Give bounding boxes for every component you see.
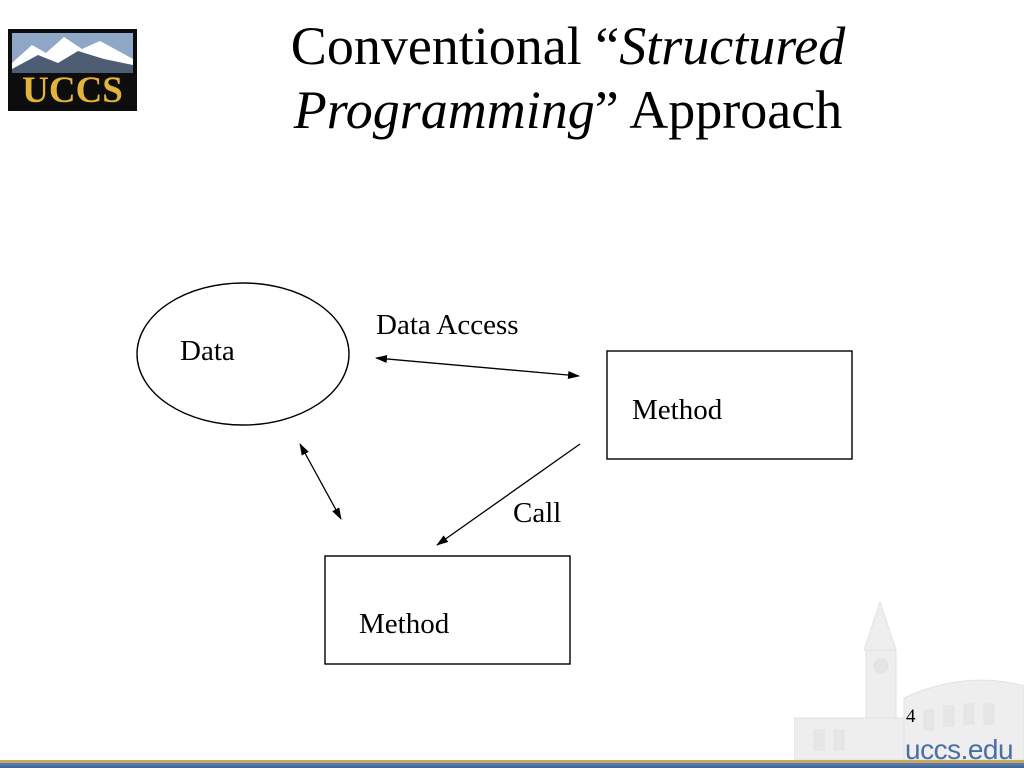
slide-title: Conventional “Structured Programming” Ap… bbox=[160, 14, 976, 142]
title-part-1: Conventional “ bbox=[290, 16, 620, 76]
title-part-3: ” Approach bbox=[594, 80, 843, 140]
method-box-bottom bbox=[324, 555, 571, 665]
method-bottom-label: Method bbox=[359, 608, 450, 640]
data-method-arrow bbox=[299, 443, 342, 520]
method-right-label: Method bbox=[632, 394, 723, 426]
data-label: Data bbox=[180, 335, 235, 367]
title-part-2: Structured Programming bbox=[293, 16, 846, 140]
campus-building-watermark bbox=[794, 600, 1024, 760]
page-number: 4 bbox=[906, 706, 916, 727]
method-box-right bbox=[606, 350, 853, 460]
data-access-arrow bbox=[375, 354, 580, 380]
data-access-label: Data Access bbox=[376, 309, 519, 341]
uccs-logo: UCCS bbox=[8, 29, 137, 111]
call-arrow bbox=[436, 443, 581, 546]
call-label: Call bbox=[513, 497, 561, 529]
data-ellipse bbox=[136, 282, 350, 426]
footer-bar bbox=[0, 760, 1024, 768]
footer-url: uccs.edu bbox=[905, 734, 1014, 765]
logo-text: UCCS bbox=[22, 70, 123, 111]
